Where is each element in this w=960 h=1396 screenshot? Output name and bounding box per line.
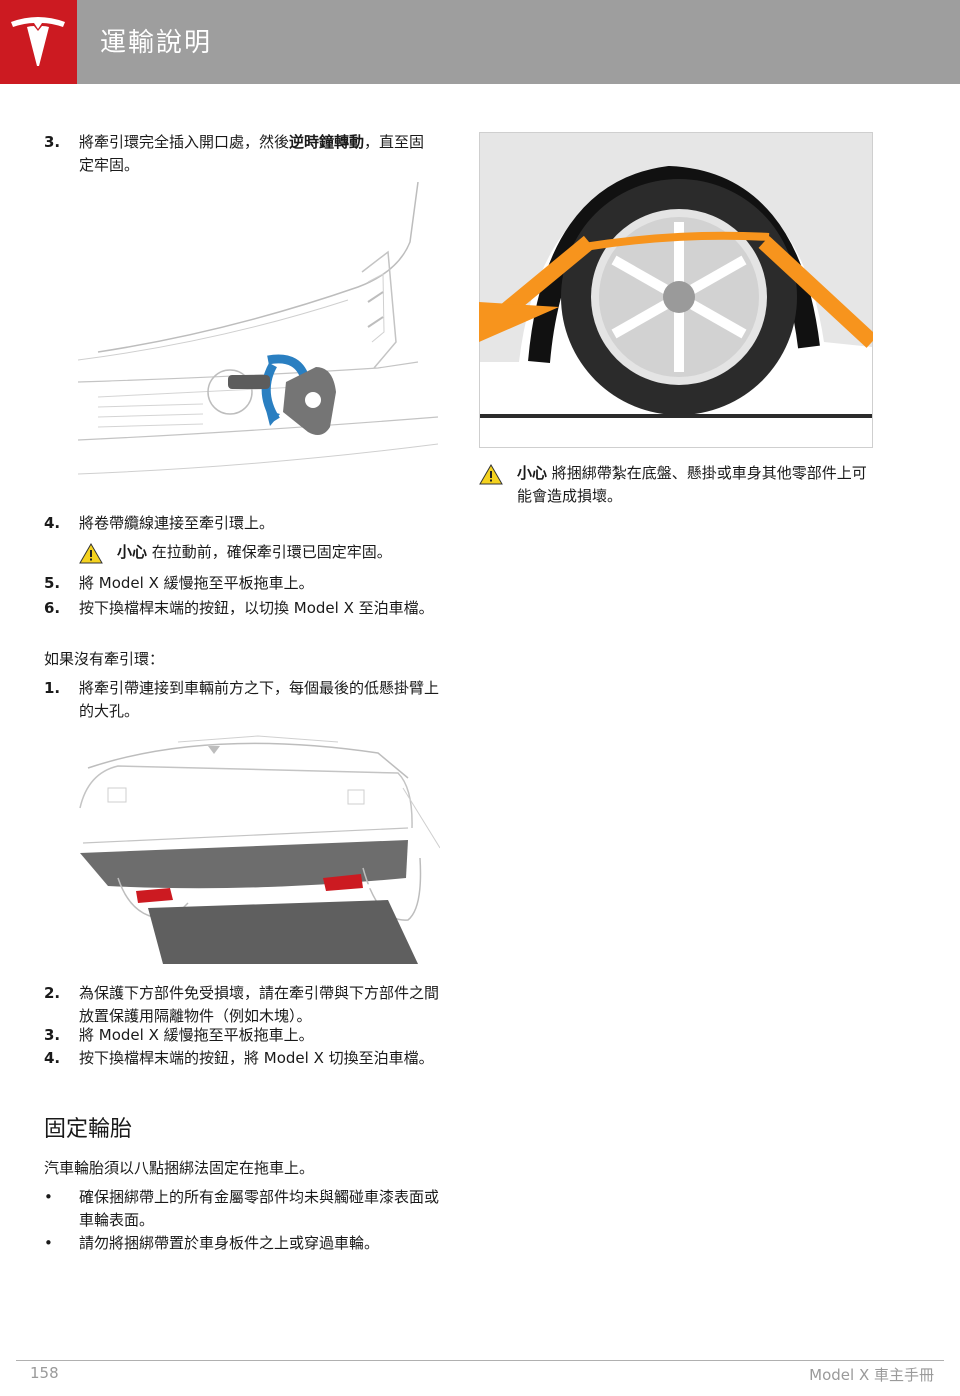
step-text: 按下換檔桿末端的按鈕，以切換 Model X 至泊車檔。	[79, 599, 434, 617]
step-text: 將 Model X 緩慢拖至平板拖車上。	[79, 1026, 314, 1044]
step-text: 為保護下方部件免受損壞，請在牽引帶與下方部件之間放置保護用隔離物件（例如木塊）。	[79, 984, 440, 1025]
caution-text: 將捆綁帶紮在底盤、懸掛或車身其他零部件上可能會造成損壞。	[517, 464, 867, 505]
tesla-logo-icon	[11, 17, 65, 66]
step-text: 將牽引環完全插入開口處，然後逆時鐘轉動，直至固定牢固。	[79, 133, 425, 174]
emphasis-text: 逆時鐘轉動	[289, 133, 365, 151]
manual-title: Model X 車主手冊	[809, 1366, 934, 1384]
caution-text: 在拉動前，確保牽引環已固定牢固。	[151, 543, 392, 561]
caution-label: 小心	[517, 464, 548, 482]
step-number: 4.	[44, 1049, 61, 1067]
warning-triangle-icon	[479, 464, 503, 485]
section-title: 固定輪胎	[44, 1117, 133, 1142]
step-number: 3.	[44, 133, 61, 151]
caution-label: 小心	[117, 543, 148, 561]
footer-divider	[16, 1360, 944, 1361]
step-number: 5.	[44, 574, 61, 592]
step-text: 將牽引帶連接到車輛前方之下，每個最後的低懸掛臂上的大孔。	[79, 679, 440, 720]
caution-note: 小心 在拉動前，確保牽引環已固定牢固。	[79, 541, 439, 565]
caution-note-straps: 小心 將捆綁帶紮在底盤、懸掛或車身其他零部件上可能會造成損壞。	[479, 462, 873, 512]
brand-logo	[0, 0, 77, 84]
step-number: 4.	[44, 514, 61, 532]
page-number: 158	[30, 1364, 59, 1382]
section-intro: 汽車輪胎須以八點捆綁法固定在拖車上。	[44, 1159, 315, 1177]
no-tow-eye-intro: 如果沒有牽引環：	[44, 650, 165, 668]
page-title: 運輸說明	[100, 28, 213, 58]
page-header: 運輸說明	[0, 0, 960, 84]
step-number: 1.	[44, 679, 61, 697]
step-text: 將卷帶纜線連接至牽引環上。	[79, 514, 275, 532]
underbody-tow-points-illustration	[79, 735, 440, 964]
step-number: 3.	[44, 1026, 61, 1044]
bullet-dot: •	[44, 1234, 53, 1252]
left-column: 3. 將牽引環完全插入開口處，然後逆時鐘轉動，直至固定牢固。 4. 將卷帶纜線連…	[0, 0, 480, 1340]
step-text: 將 Model X 緩慢拖至平板拖車上。	[79, 574, 314, 592]
step-number: 6.	[44, 599, 61, 617]
bullet-dot: •	[44, 1188, 53, 1206]
wheel-strap-illustration	[479, 132, 873, 448]
warning-triangle-icon	[79, 543, 103, 564]
tow-eye-illustration	[78, 182, 439, 475]
step-number: 2.	[44, 984, 61, 1002]
step-text: 按下換檔桿末端的按鈕，將 Model X 切換至泊車檔。	[79, 1049, 434, 1067]
